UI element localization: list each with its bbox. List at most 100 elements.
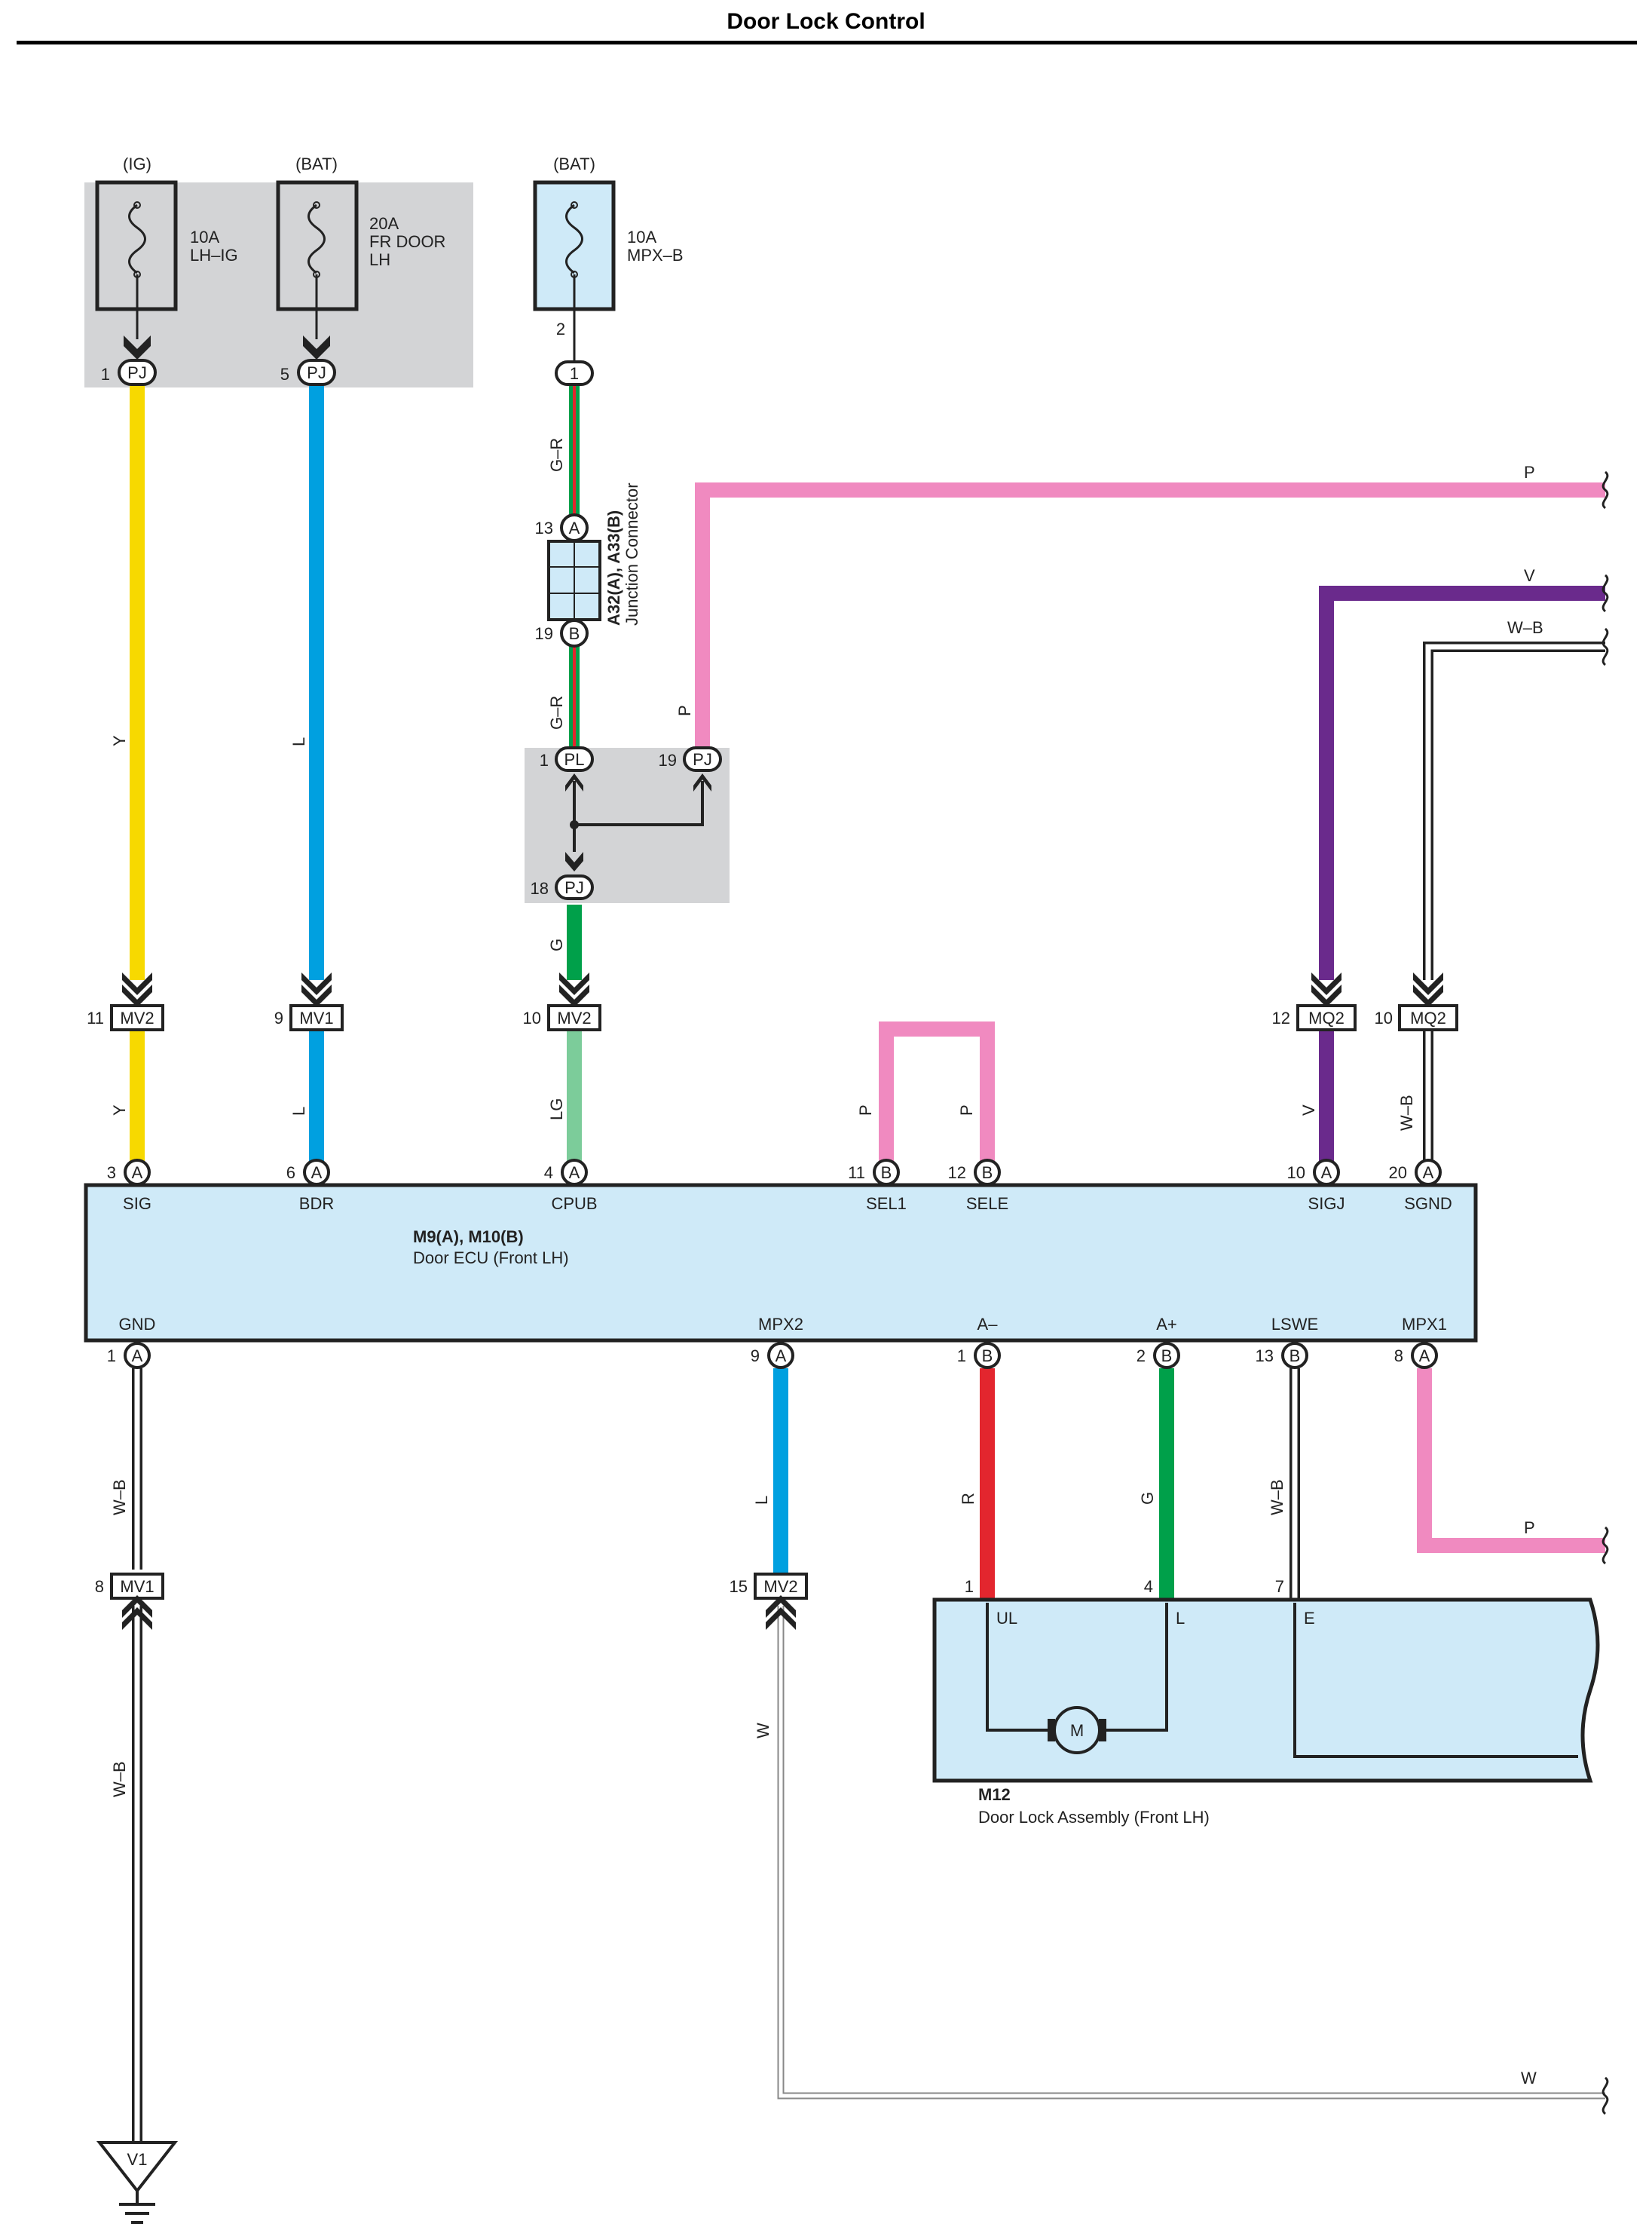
chevron-up-icon [766, 1595, 796, 1630]
pin-number: 1 [957, 1346, 966, 1365]
ground-label: V1 [127, 2150, 148, 2169]
wire-break-marks [1602, 470, 1609, 2115]
fuse-name-line1: FR DOOR [369, 232, 445, 251]
wire-label: V [1299, 1104, 1318, 1116]
fuse-source-label: (IG) [123, 155, 151, 173]
inline-connector-mv1-9: MV1 9 [274, 972, 344, 1031]
pin-number: 12 [948, 1163, 966, 1182]
pin-number: 1 [540, 751, 549, 770]
terminal-label: A+ [1156, 1315, 1177, 1334]
pin-number: 10 [523, 1009, 541, 1028]
pin-number: 19 [659, 751, 677, 770]
wire-white-black-right [1423, 642, 1605, 980]
ground-v1: V1 [96, 2141, 179, 2224]
motor-icon [1053, 1706, 1101, 1754]
pin-number: 4 [544, 1163, 553, 1182]
terminal-label: SEL1 [866, 1194, 907, 1213]
fuse-source-label: (BAT) [295, 155, 338, 173]
fuse-source-label: (BAT) [553, 155, 595, 173]
terminal-label: LSWE [1271, 1315, 1318, 1334]
inline-connector-mq2-12: MQ2 12 [1272, 972, 1357, 1031]
connector-label: PJ [127, 363, 147, 382]
ecu-terminal-sigj: A 10 SIGJ [1287, 1159, 1345, 1213]
fuse-name: MPX–B [627, 246, 684, 265]
wire-label: Y [110, 1104, 129, 1116]
pin-letter: B [1161, 1346, 1173, 1365]
wire-label: G [1138, 1492, 1157, 1505]
pin-number: 13 [535, 519, 553, 538]
wire-label: L [289, 1107, 308, 1116]
fuse-name: LH–IG [190, 246, 238, 265]
arrow-down-icon [565, 852, 583, 871]
pin-number: 1 [965, 1577, 974, 1596]
pin-letter: B [982, 1346, 993, 1365]
wire-label: G–R [547, 696, 566, 730]
connector-label: MV2 [763, 1577, 797, 1596]
fuse-rating: 10A [190, 228, 219, 247]
terminal-label: SIGJ [1308, 1194, 1345, 1213]
door-lock-assembly: 1 4 7 UL L E M M12 Door Lock Assembly (F… [932, 1577, 1600, 1827]
pin-letter: B [982, 1163, 993, 1182]
pin-number: 18 [531, 879, 549, 898]
connector-label: MV1 [299, 1009, 333, 1028]
connector-label: PL [564, 750, 585, 769]
pin-number: 20 [1389, 1163, 1407, 1182]
pin-number: 3 [107, 1163, 116, 1182]
connector-label: MV1 [120, 1577, 154, 1596]
connector-label: PJ [307, 363, 326, 382]
pin-number: 8 [95, 1577, 104, 1596]
terminal-label: GND [119, 1315, 156, 1334]
pin-label-e: E [1304, 1609, 1315, 1628]
title-rule [17, 41, 1637, 44]
pin-number: 9 [274, 1009, 283, 1028]
wire-label: P [675, 705, 694, 716]
wire-label: P [957, 1104, 976, 1116]
connector-label: MV2 [557, 1009, 591, 1028]
pin-number: 9 [751, 1346, 760, 1365]
ecu-id: M9(A), M10(B) [413, 1227, 524, 1246]
ecu-name: Door ECU (Front LH) [413, 1248, 569, 1267]
ecu-terminal-mpx2: MPX2 A 9 [751, 1315, 803, 1369]
inline-connector-mv2-10: MV2 10 [523, 972, 601, 1031]
pin-letter: A [132, 1163, 143, 1182]
chevron-down-icon [559, 972, 589, 1007]
wire-label: W [754, 1723, 772, 1738]
pin-number: 13 [1256, 1346, 1274, 1365]
ecu-terminal-sele: B 12 SELE [948, 1159, 1008, 1213]
pin-letter: A [1423, 1163, 1434, 1182]
pin-label-l: L [1176, 1609, 1185, 1628]
fuse-rating: 10A [627, 228, 656, 247]
wire-violet [1319, 586, 1605, 980]
terminal-label: MPX1 [1402, 1315, 1447, 1334]
wire-label: R [959, 1493, 977, 1505]
wire-pink-loop [879, 1021, 995, 1165]
pin-letter: A [1321, 1163, 1332, 1182]
connector-label: MQ2 [1308, 1009, 1345, 1028]
wire-label: G–R [547, 438, 566, 472]
pin-number: 19 [535, 624, 553, 643]
wire-label: W [1521, 2069, 1537, 2087]
connector-label: PJ [693, 750, 712, 769]
wire-label: Y [110, 735, 129, 746]
terminal-label: CPUB [551, 1194, 597, 1213]
connector-label: MQ2 [1410, 1009, 1446, 1028]
chevron-down-icon [1413, 972, 1443, 1007]
pin-letter: A [311, 1163, 323, 1182]
wire-label: L [752, 1496, 771, 1505]
wire-label: W–B [1397, 1095, 1416, 1131]
pin-number: 12 [1272, 1009, 1290, 1028]
pin-letter: A [1419, 1346, 1430, 1365]
ecu-terminal-lswe: LSWE B 13 [1256, 1315, 1318, 1369]
arrow-down-icon [303, 335, 330, 360]
wire-label: G [547, 939, 566, 951]
terminal-label: SIG [123, 1194, 151, 1213]
door-lock-id: M12 [978, 1785, 1011, 1804]
ecu-terminal-sig: A 3 SIG [107, 1159, 151, 1213]
fuse-icon [128, 204, 146, 274]
pin-number: 1 [101, 365, 110, 384]
chevron-down-icon [301, 972, 332, 1007]
ecu-terminal-a-minus: A– B 1 [957, 1315, 1001, 1369]
fuse-icon [565, 204, 583, 274]
wire-label: W–B [110, 1761, 129, 1797]
